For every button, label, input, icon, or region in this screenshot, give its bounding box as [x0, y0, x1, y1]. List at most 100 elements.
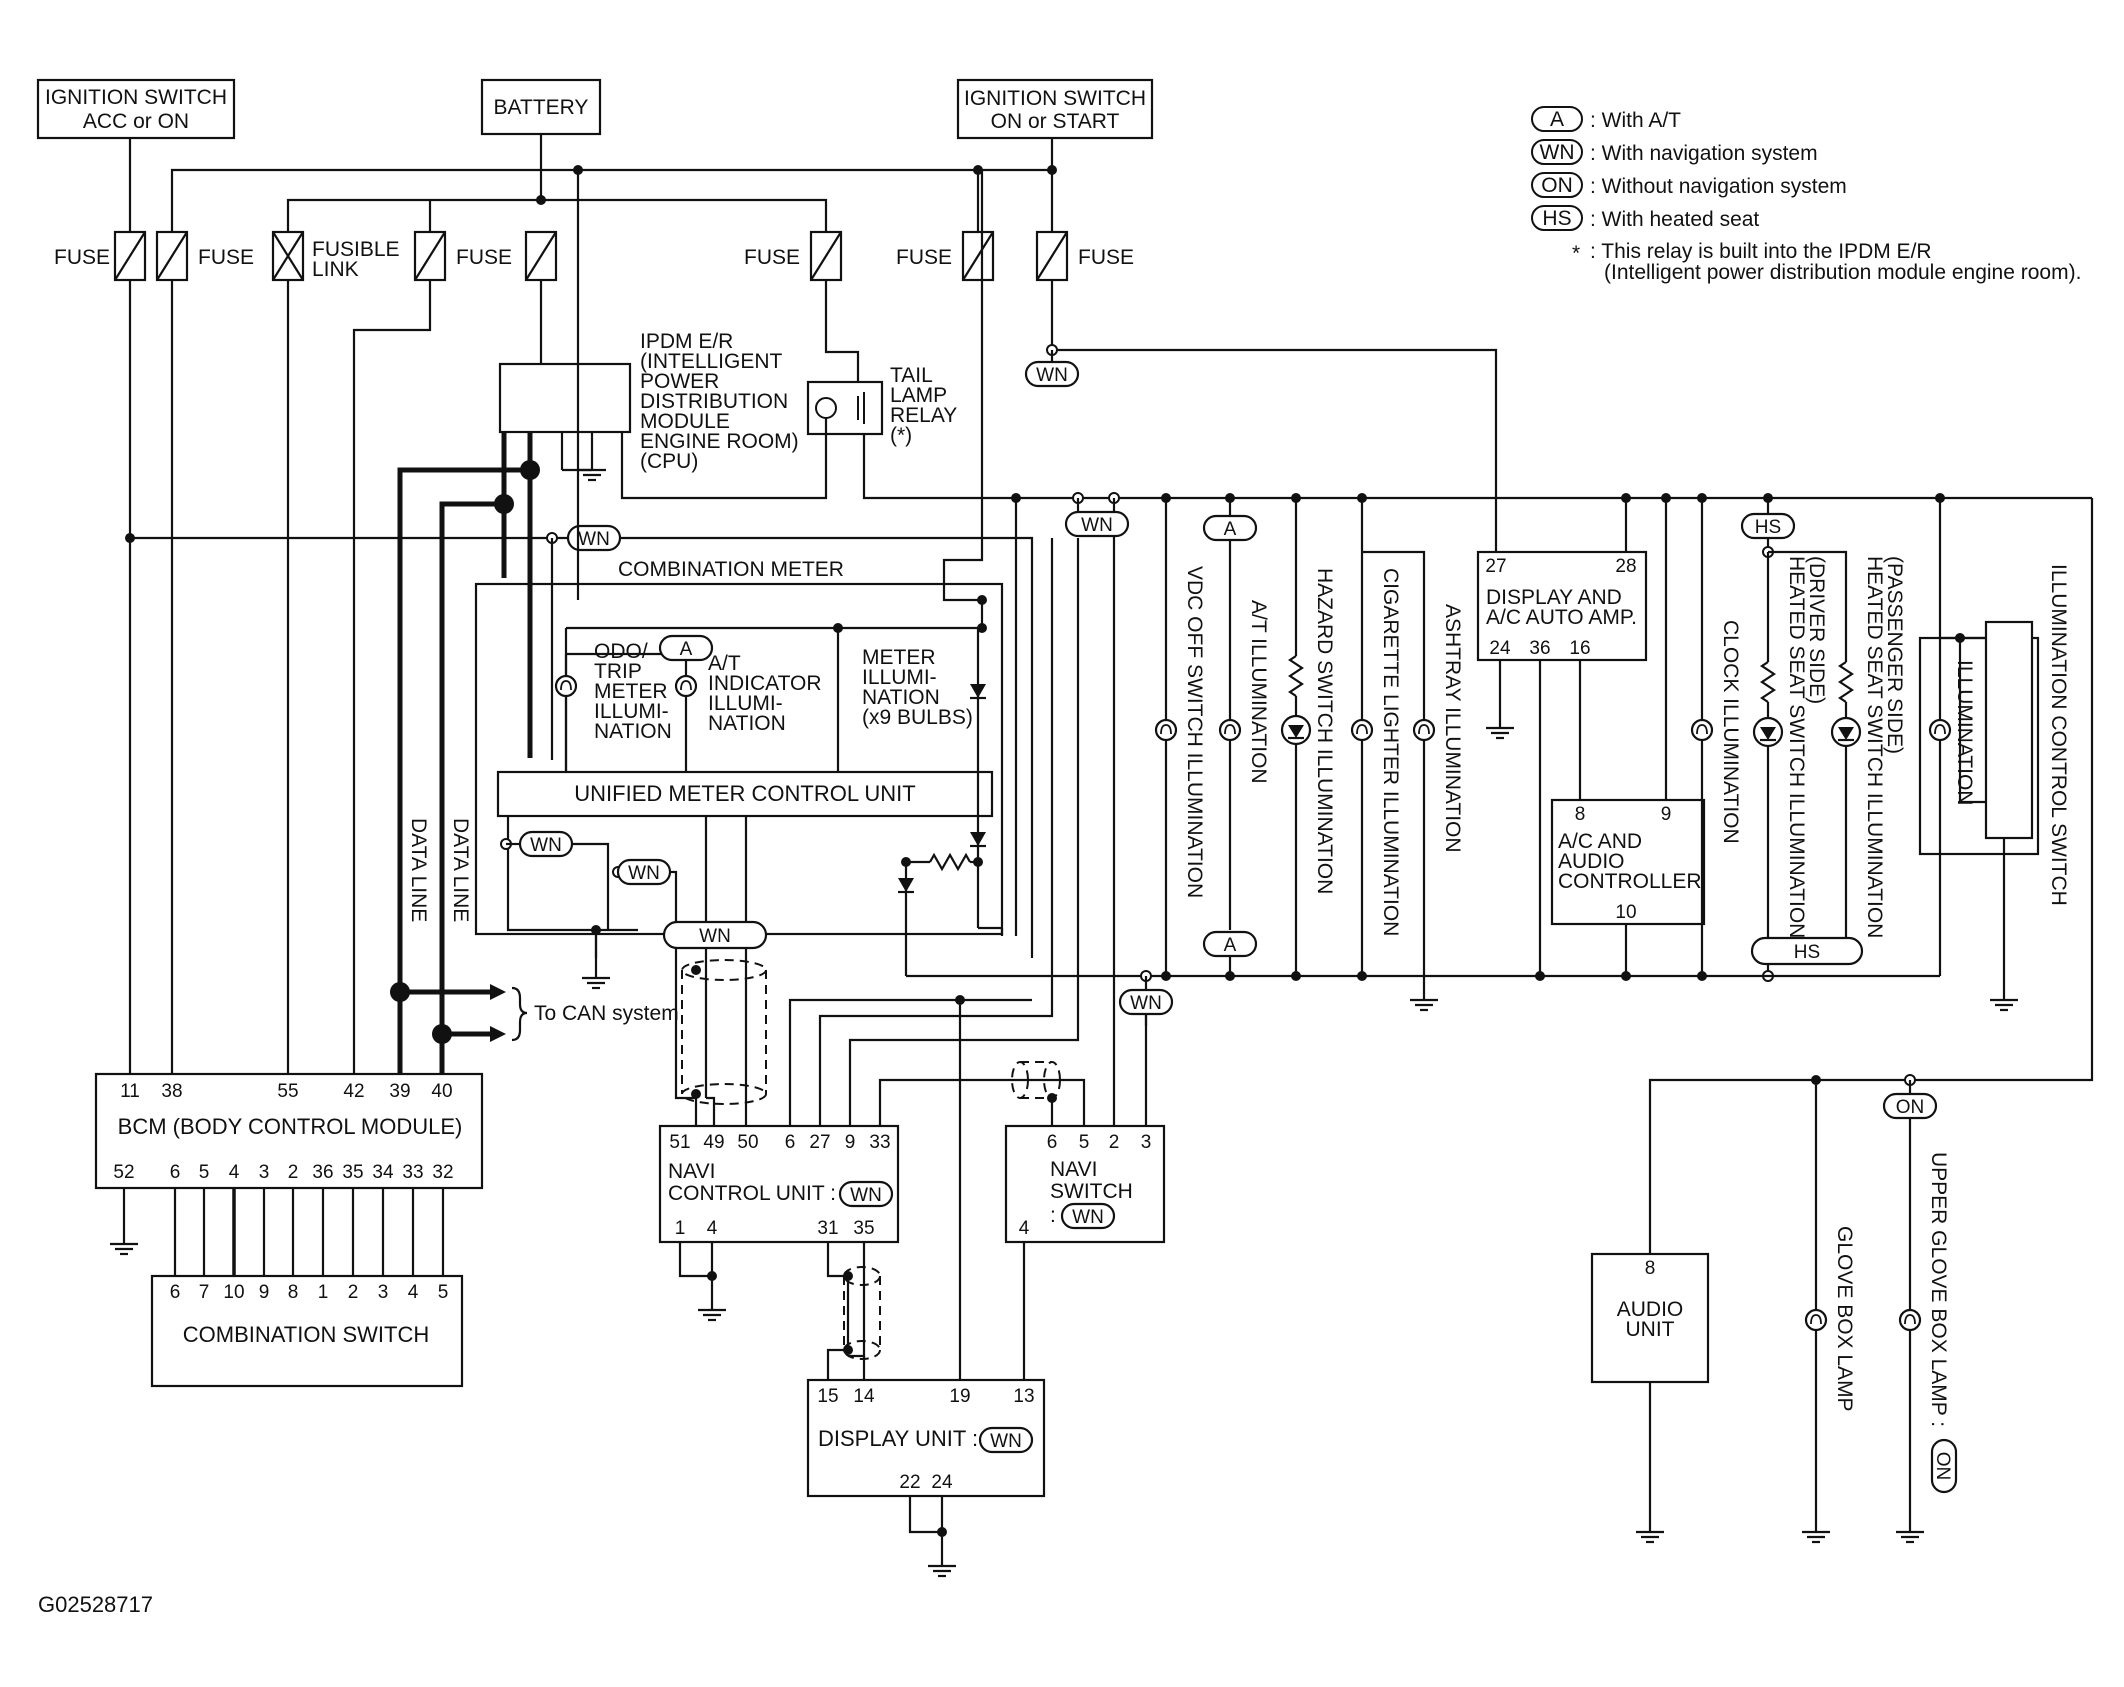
hs-passenger-led-icon — [1830, 716, 1862, 748]
hs-pass-label-1: HEATED SEAT SWITCH ILLUMINATION — [1863, 556, 1886, 938]
display-unit: DISPLAY UNIT : WN — [806, 1378, 1046, 1498]
navi-cu-title-1: NAVI — [668, 1160, 715, 1183]
tail-relay-line-4: (*) — [890, 424, 912, 447]
ignition-on-label-1: IGNITION SWITCH — [964, 87, 1146, 110]
wn-tag-3-text: WN — [530, 835, 562, 856]
at-ind-line-2: INDICATOR — [708, 672, 822, 695]
fuse-6-icon — [961, 230, 995, 282]
ipdm-line-5: MODULE — [640, 410, 730, 433]
fusible-link-label-1: FUSIBLE — [312, 238, 400, 261]
upper-glove-box-bulb-icon — [1898, 1308, 1922, 1332]
figure-id: G02528717 — [38, 1592, 153, 1617]
illum-bulb-icon — [1928, 718, 1952, 742]
bcm-pin-52: 52 — [113, 1162, 134, 1183]
hs-pass-label-2: (PASSENGER SIDE) — [1883, 556, 1906, 754]
navi-sw-pin-6: 6 — [1047, 1132, 1058, 1153]
tail-relay-line-2: LAMP — [890, 384, 947, 407]
wn-tag-2-text: WN — [578, 529, 610, 550]
odo-line-1: ODO/ — [594, 640, 648, 663]
display-pin-13: 13 — [1013, 1386, 1034, 1407]
meter-diode-3-icon — [896, 876, 916, 894]
meter-illum-line-2: ILLUMI- — [862, 666, 937, 689]
meter-illum-line-1: METER — [862, 646, 936, 669]
navi-control-unit: NAVI CONTROL UNIT : WN — [658, 1124, 900, 1244]
glove-box-ground-icon — [1800, 1530, 1832, 1544]
ignition-acc-label-1: IGNITION SWITCH — [45, 86, 227, 109]
cs-pin-4: 4 — [408, 1282, 419, 1303]
cs-pin-8: 8 — [288, 1282, 299, 1303]
legend-note-line-2: (Intelligent power distribution module e… — [1604, 261, 2081, 284]
display-amp-ground-icon — [1484, 726, 1516, 740]
ac-audio-pin-8: 8 — [1575, 804, 1586, 825]
display-pin-22: 22 — [899, 1472, 920, 1493]
display-amp-title-1: DISPLAY AND — [1486, 586, 1622, 609]
display-amp-pin-16: 16 — [1569, 638, 1590, 659]
ignition-acc-label-2: ACC or ON — [83, 110, 189, 133]
wn-tag-display-text: WN — [990, 1431, 1022, 1452]
legend-note-star: * — [1572, 242, 1580, 265]
bcm-pin-11: 11 — [120, 1081, 140, 1102]
glove-box-label: GLOVE BOX LAMP — [1833, 1226, 1856, 1412]
navi-cu-pin-31: 31 — [817, 1218, 838, 1239]
at-indicator-bulb-icon — [674, 674, 698, 698]
audio-unit: 8 AUDIO UNIT — [1590, 1252, 1710, 1384]
bcm-pin-5: 5 — [199, 1162, 210, 1183]
ac-audio-line-2: AUDIO — [1558, 850, 1625, 873]
battery-label: BATTERY — [494, 96, 589, 119]
on-tag-bottom — [1930, 1438, 1958, 1494]
fusible-link-icon — [271, 230, 305, 282]
tail-relay-line-1: TAIL — [890, 364, 933, 387]
ipdm-line-3: POWER — [640, 370, 719, 393]
a-tag-meter-text: A — [680, 639, 693, 660]
combination-switch-title: COMBINATION SWITCH — [183, 1322, 429, 1347]
ashtray-ground-icon — [1408, 998, 1440, 1012]
fuse-2-icon — [155, 230, 189, 282]
bcm-pin-6: 6 — [170, 1162, 181, 1183]
ashtray-bulb-icon — [1412, 718, 1436, 742]
legend-tag-on: ON — [1541, 174, 1573, 197]
navi-cu-pin-9: 9 — [845, 1132, 856, 1153]
can-label: To CAN system — [534, 1002, 679, 1025]
navi-cu-pin-50: 50 — [737, 1132, 758, 1153]
cs-pin-10: 10 — [223, 1282, 244, 1303]
display-ac-auto-amp: DISPLAY AND A/C AUTO AMP. — [1476, 550, 1648, 662]
ipdm-er: IPDM E/R (INTELLIGENT POWER DISTRIBUTION… — [498, 330, 799, 473]
display-amp-pin-27: 27 — [1485, 556, 1506, 577]
tail-relay-line-3: RELAY — [890, 404, 957, 427]
hazard-led-icon — [1280, 714, 1312, 746]
bcm-pin-32: 32 — [432, 1162, 453, 1183]
combination-switch: COMBINATION SWITCH — [150, 1274, 464, 1388]
legend-text-wn: : With navigation system — [1590, 142, 1818, 165]
a-tag-bottom-text: A — [1224, 935, 1237, 956]
on-tag-bottom-text: ON — [1932, 1452, 1953, 1481]
ipdm-line-2: (INTELLIGENT — [640, 350, 783, 373]
cs-pin-5: 5 — [438, 1282, 449, 1303]
legend-tag-hs: HS — [1542, 207, 1571, 230]
cs-pin-6: 6 — [170, 1282, 181, 1303]
navi-cu-title-2: CONTROL UNIT : — [668, 1182, 836, 1205]
ignition-acc-source: IGNITION SWITCH ACC or ON — [36, 78, 236, 140]
wn-tag-6-text: WN — [1081, 515, 1113, 536]
fuse-5-icon — [809, 230, 843, 282]
ignition-on-source: IGNITION SWITCH ON or START — [956, 78, 1154, 140]
wn-tag-6 — [1064, 510, 1130, 538]
navi-sw-pin-4: 4 — [1019, 1218, 1030, 1239]
fuse-3-icon — [413, 230, 447, 282]
legend-text-hs: : With heated seat — [1590, 208, 1759, 231]
odo-bulb-icon — [554, 674, 578, 698]
wn-tag-5 — [662, 920, 768, 950]
fuse-label-5: FUSE — [896, 246, 952, 269]
bcm-pin-36: 36 — [312, 1162, 333, 1183]
bcm-ground-icon — [108, 1242, 140, 1256]
bcm-pin-39: 39 — [389, 1081, 410, 1102]
hs-tag-top-text: HS — [1755, 517, 1781, 538]
clock-label: CLOCK ILLUMINATION — [1719, 620, 1742, 844]
vdc-off-bulb-icon — [1154, 718, 1178, 742]
meter-illum-line-4: (x9 BULBS) — [862, 706, 973, 729]
navi-cu-pin-27: 27 — [809, 1132, 830, 1153]
audio-unit-line-1: AUDIO — [1617, 1298, 1684, 1321]
bcm-pin-33: 33 — [402, 1162, 423, 1183]
cs-pin-3: 3 — [378, 1282, 389, 1303]
navi-cu-pin-33: 33 — [869, 1132, 890, 1153]
